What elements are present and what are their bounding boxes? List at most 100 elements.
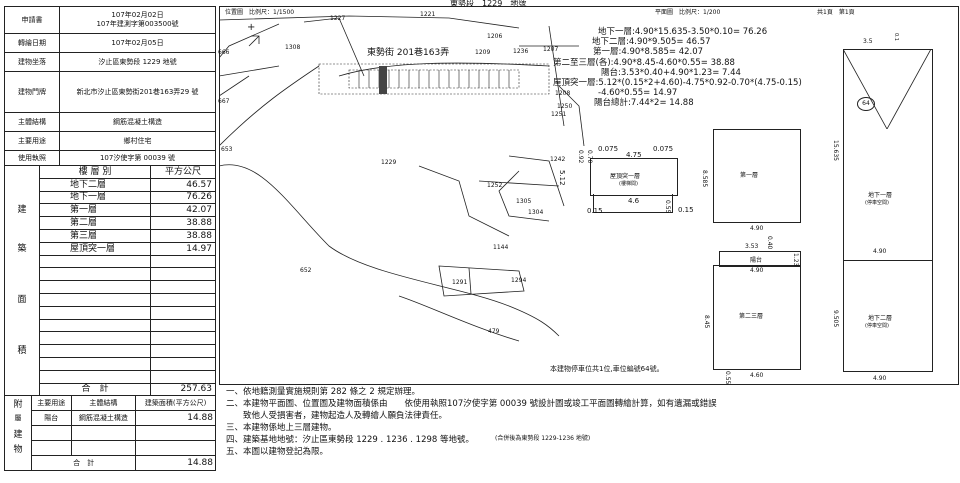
- site-map: +: [219, 15, 585, 342]
- dim-label: 4.90: [873, 248, 887, 255]
- attach-header-use: 主要用途: [31, 395, 72, 412]
- category-char: 建: [4, 203, 40, 217]
- parcel-label: 1221: [420, 11, 436, 18]
- attach-total: 14.88: [135, 455, 216, 472]
- label-transfer-date: 轉繪日期: [4, 33, 60, 53]
- area-total: 257.63: [150, 382, 216, 397]
- second-third-floor-label: 第二三層: [739, 313, 764, 320]
- parcel-label: 667: [218, 98, 230, 105]
- parcel-label: 1251: [551, 111, 567, 118]
- north-arrow-label: +: [247, 22, 255, 33]
- section-label: 東勢段 1229 地號: [450, 0, 527, 8]
- calc-line: -4.60*0.55= 14.97: [598, 88, 678, 98]
- roof-floor-sub: (樓梯間): [619, 181, 638, 187]
- basement-two-label: 地下二層: [868, 315, 893, 322]
- parcel-label: 1250: [557, 103, 573, 110]
- note-line: 一、依地籍測量實施規則第 282 條之 2 規定辦理。: [226, 387, 420, 397]
- floor-area: 46.57: [150, 177, 216, 192]
- label-location: 建物坐落: [4, 52, 60, 72]
- floor-name: 第一層: [39, 203, 151, 218]
- parcel-label: 1144: [493, 244, 509, 251]
- dim-label: 5.12: [558, 170, 566, 186]
- drawing-frame: [219, 6, 959, 385]
- dim-label: 3.53: [745, 243, 759, 250]
- basement-one-sub: (停車空間): [865, 200, 889, 206]
- category-char: 屬: [4, 410, 32, 426]
- dim-label: 4.90: [873, 375, 887, 382]
- parcel-label: 1227: [330, 15, 346, 22]
- calc-line: 地下一層:4.90*15.635-3.50*0.10= 76.26: [598, 27, 768, 37]
- calc-line: 屋頂突一層:5.12*(0.15*2+4.60)-4.75*0.92-0.70*…: [553, 78, 802, 88]
- dim-label: 8.45: [703, 315, 710, 329]
- value-use: 鄉村住宅: [59, 131, 216, 151]
- location-map-label: 位置圖 比例尺：1/1500: [225, 9, 295, 16]
- parking-note: 本建物停車位共1位,車位編號64號。: [550, 365, 664, 373]
- dim-label: 4.90: [750, 225, 764, 232]
- basement-two-plan: [843, 259, 933, 372]
- basement-two-sub: (停車空間): [865, 323, 889, 329]
- parcel-label: 653: [221, 146, 233, 153]
- dim-label: 4.90: [750, 267, 764, 274]
- calc-line: 第二至三層(各):4.90*8.45-4.60*0.55= 38.88: [553, 58, 735, 68]
- floor-name: 地下一層: [39, 190, 151, 205]
- dim-label: 0.15: [587, 207, 603, 215]
- floor-area: 42.07: [150, 203, 216, 218]
- value-permit: 107汐使字第 00039 號: [59, 150, 216, 166]
- dim-label: 0.1: [893, 33, 899, 41]
- dim-label: 0.55: [724, 371, 731, 385]
- floor-area: 14.97: [150, 241, 216, 256]
- parcel-label: 666: [218, 49, 230, 56]
- dim-label: 4.60: [750, 372, 764, 379]
- basement-one-label: 地下一層: [868, 192, 893, 199]
- roof-floor-plan: [590, 158, 678, 196]
- col-area-header: 平方公尺: [150, 165, 216, 179]
- floor-name: 第二層: [39, 216, 151, 230]
- area-total-label: 合 計: [39, 382, 151, 397]
- attach-header-area: 建築面積(平方公尺): [135, 395, 216, 412]
- attach-area: 14.88: [135, 410, 216, 427]
- attach-use: 陽台: [31, 410, 72, 427]
- floor-area: 76.26: [150, 190, 216, 205]
- second-third-floor-plan: [713, 265, 801, 370]
- parcel-label: 1308: [285, 44, 301, 51]
- first-floor-plan: [713, 129, 801, 223]
- parcel-label: 479: [488, 328, 500, 335]
- attach-structure: 鋼筋混凝土構造: [70, 410, 137, 427]
- dim-label: 4.75: [626, 151, 642, 159]
- category-char: 積: [4, 344, 40, 358]
- parcel-label: 1229: [381, 159, 397, 166]
- floor-area: 38.88: [150, 216, 216, 230]
- calc-line: 第一層:4.90*8.585= 42.07: [593, 47, 704, 57]
- parcel-label: 1206: [487, 33, 503, 40]
- parcel-label: 1304: [528, 209, 544, 216]
- floor-name: 地下二層: [39, 177, 151, 192]
- page-count: 共1頁 第1頁: [817, 9, 855, 16]
- dim-label: 0.40: [766, 236, 773, 250]
- note-extra: (合併後為東勢段 1229-1236 地號): [495, 435, 591, 442]
- parcel-label: 1294: [511, 277, 527, 284]
- value-application: 107年02月02日 107年建測字第003500號: [59, 6, 216, 34]
- first-floor-label: 第一層: [740, 172, 759, 179]
- basement-one-plan: [843, 49, 933, 261]
- label-use: 主要用途: [4, 131, 60, 151]
- value-address: 新北市汐止區東勢街201巷163弄29 號: [59, 71, 216, 113]
- value-structure: 鋼筋混凝土構造: [59, 112, 216, 132]
- category-char: 附: [4, 395, 32, 411]
- parcel-label: 652: [300, 267, 312, 274]
- parcel-label: 1252: [487, 182, 503, 189]
- floor-area: 38.88: [150, 228, 216, 243]
- category-char: 物: [4, 440, 32, 456]
- attach-total-label: 合 計: [30, 455, 137, 472]
- parcel-label: 1208: [555, 90, 571, 97]
- parking-number-circle: 64: [857, 97, 875, 111]
- balcony-label: 陽台: [750, 257, 763, 264]
- parcel-label: 1236: [513, 48, 529, 55]
- dim-label: 15.635: [832, 140, 839, 161]
- dim-label: 0.15: [678, 206, 694, 214]
- dim-label: 0.92: [577, 150, 584, 164]
- category-char: 築: [4, 242, 40, 256]
- label-application: 申請書: [4, 6, 60, 34]
- dim-label: 3.5: [863, 38, 873, 45]
